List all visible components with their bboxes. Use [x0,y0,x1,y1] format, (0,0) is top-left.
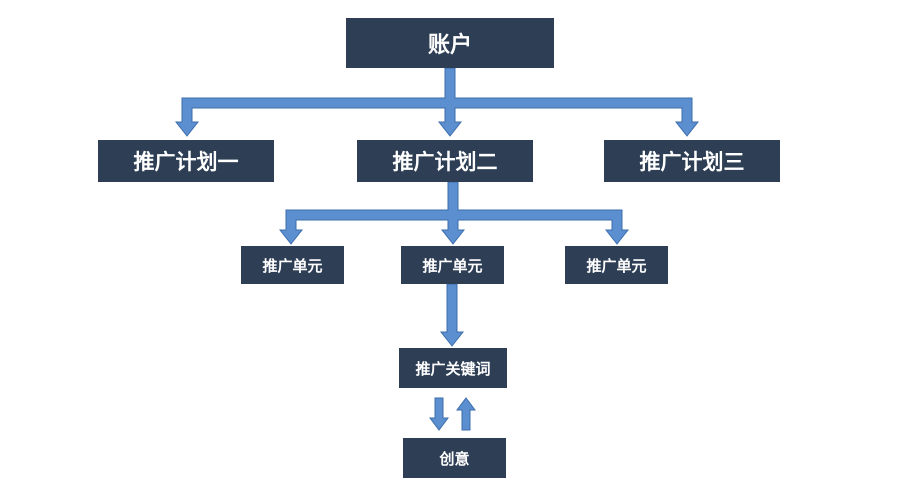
creative-to-keyword-arrow [456,397,476,431]
plan-node-3: 推广计划三 [604,140,780,182]
plan-to-units-connector [278,181,630,245]
unit-node-3: 推广单元 [565,246,668,284]
creative-node: 创意 [403,438,506,478]
account-node: 账户 [346,18,554,68]
unit-node-1: 推广单元 [241,246,344,284]
unit-to-keyword-arrow [439,283,465,347]
unit-node-2: 推广单元 [401,246,504,284]
keyword-to-creative-arrow [429,397,449,431]
keyword-node: 推广关键词 [399,348,507,388]
plan-node-2: 推广计划二 [357,140,533,182]
plan-node-1: 推广计划一 [98,140,274,182]
account-to-plans-connector [174,67,700,137]
